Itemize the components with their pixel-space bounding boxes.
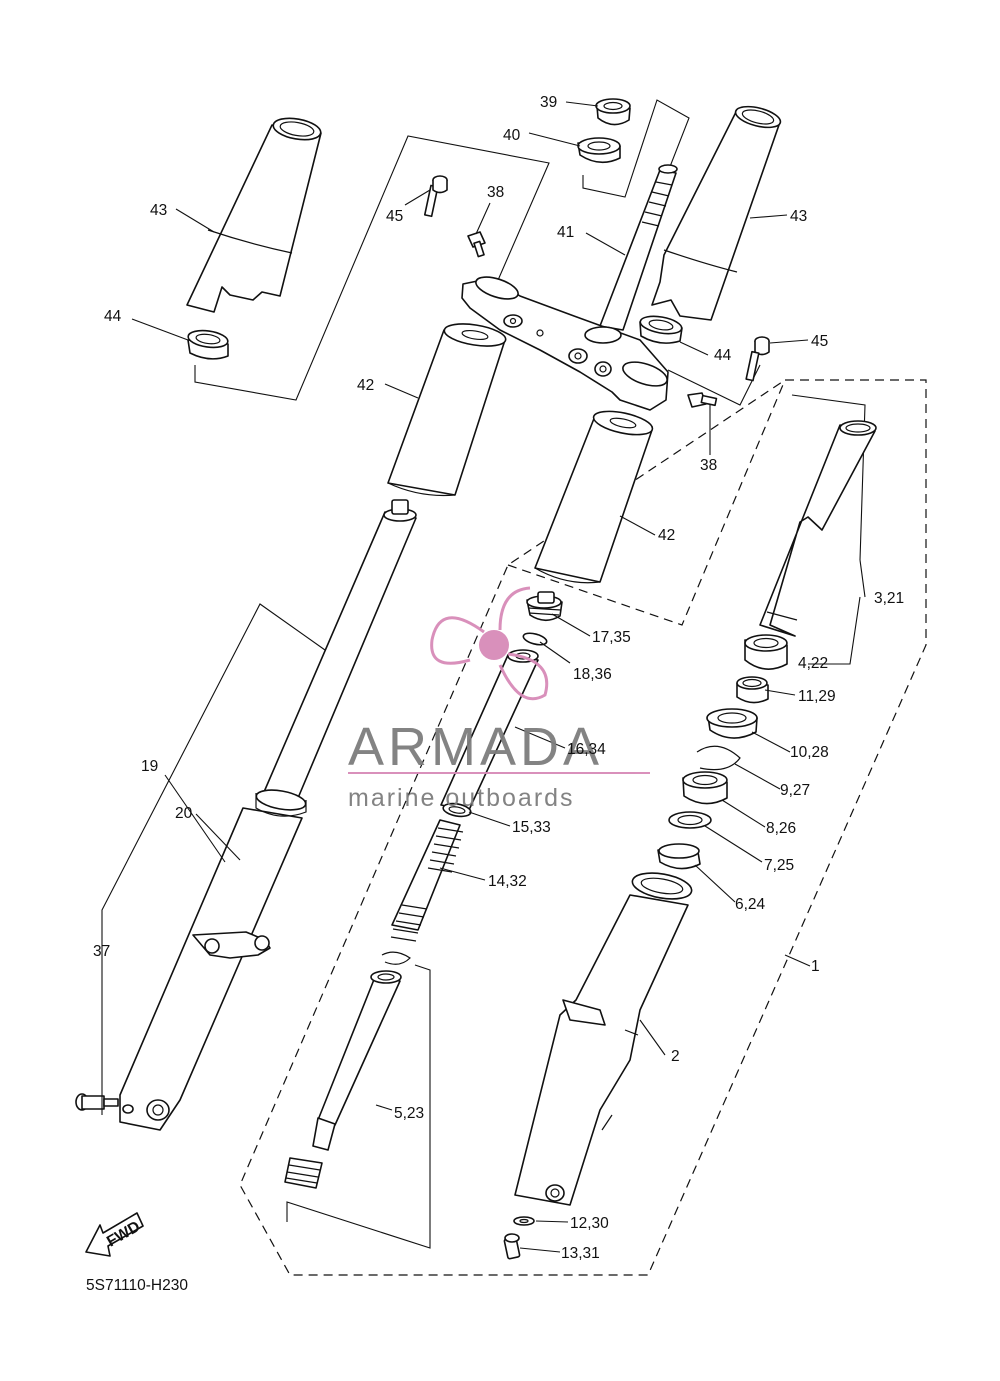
callout-42-left: 42: [357, 377, 374, 394]
callout-40: 40: [503, 127, 521, 144]
part-39-ring-nut: [595, 98, 631, 126]
assembly-inner-dashed-line: [507, 379, 786, 626]
armada-watermark: ARMADA marine outboards: [348, 586, 650, 812]
group-bracket-steering-top: [582, 99, 690, 206]
part-14-32-fork-spring: [390, 819, 464, 942]
callout-38-lower: 38: [700, 457, 717, 474]
part-43-left-fork-cover: [186, 117, 322, 313]
callout-15-33: 15,33: [512, 819, 551, 836]
part-10-28-seal-washer: [706, 708, 758, 739]
callout-14-32: 14,32: [488, 873, 527, 890]
group-bracket-inner: [791, 394, 866, 561]
part-13-31-drain-bolt: [503, 1233, 521, 1260]
group-bracket-cylinder: [286, 964, 431, 1249]
fwd-arrow-icon: FWD: [85, 1212, 144, 1257]
callout-43-left: 43: [150, 202, 167, 219]
part-44-left-cover-seat: [187, 329, 229, 360]
assembly-1-dashed-box: [239, 379, 927, 1276]
callout-41: 41: [557, 224, 574, 241]
part-37-axle-clamp-bolt: [75, 1093, 134, 1114]
part-11-29-slide-bushing: [736, 676, 769, 704]
part-4-22-bushing: [744, 634, 788, 670]
callout-19: 19: [141, 758, 158, 775]
watermark-tagline: marine outboards: [348, 784, 575, 812]
part-clip-ring: [381, 951, 411, 965]
callout-11-29: 11,29: [798, 688, 836, 705]
callout-18-36: 18,36: [573, 666, 612, 683]
callout-9-27: 9,27: [780, 782, 810, 799]
callout-42-right: 42: [658, 527, 675, 544]
part-45-right-bolt: [745, 336, 770, 382]
part-8-26-oil-seal: [682, 771, 728, 805]
callout-6-24: 6,24: [735, 896, 766, 913]
callout-2: 2: [671, 1048, 680, 1065]
callout-37: 37: [93, 943, 110, 960]
part-45-upper-bolt: [423, 175, 448, 218]
part-40-washer: [577, 137, 621, 164]
group-bracket-upper-bracket: [194, 135, 550, 401]
callout-44-right: 44: [714, 347, 732, 364]
callout-1: 1: [811, 958, 820, 975]
callout-7-25: 7,25: [764, 857, 794, 874]
part-2-outer-tube: [514, 872, 693, 1206]
callout-labels: 43 44 39 40 45 38 41 43 44 45 42 38 42 3…: [93, 94, 904, 1262]
watermark-brand: ARMADA: [348, 717, 603, 777]
propeller-logo-icon: [430, 586, 549, 701]
callout-16-34: 16,34: [567, 741, 606, 758]
part-18-36-o-ring: [522, 632, 548, 646]
callout-20: 20: [175, 805, 193, 822]
callout-10-28: 10,28: [790, 744, 829, 761]
callout-4-22: 4,22: [798, 655, 828, 672]
part-12-30-gasket: [513, 1216, 535, 1226]
callout-43-right: 43: [790, 208, 807, 225]
diagram-code: 5S71110-H230: [86, 1277, 188, 1294]
callout-12-30: 12,30: [570, 1215, 609, 1232]
callout-5-23: 5,23: [394, 1105, 424, 1122]
callout-38-upper: 38: [487, 184, 504, 201]
part-20-left-outer-tube: [119, 789, 307, 1131]
callout-45-upper: 45: [386, 208, 403, 225]
callout-44-left: 44: [104, 308, 122, 325]
part-9-27-circlip: [696, 745, 741, 771]
part-41-steering-stem-bracket: [461, 164, 678, 411]
leader-lines: [101, 101, 866, 1253]
callout-3-21: 3,21: [874, 590, 904, 607]
callout-45-right: 45: [811, 333, 828, 350]
part-42-right-cover-tube: [534, 410, 654, 584]
part-42-left-cover-tube: [387, 323, 507, 497]
part-3-21-inner-tube: [759, 420, 877, 637]
part-17-35-cap-bolt: [526, 591, 563, 622]
part-5-23-cylinder: [284, 970, 402, 1189]
callout-39: 39: [540, 94, 557, 111]
part-7-25-washer: [668, 811, 712, 829]
callout-8-26: 8,26: [766, 820, 796, 837]
part-38-lower-bolt: [687, 392, 718, 408]
part-38-upper-bolt: [467, 231, 486, 258]
part-44-right-cover-seat: [639, 315, 683, 344]
part-6-24-slide-bushing: [657, 843, 701, 870]
callout-13-31: 13,31: [561, 1245, 600, 1262]
part-43-right-fork-cover: [651, 105, 782, 321]
callout-17-35: 17,35: [592, 629, 631, 646]
